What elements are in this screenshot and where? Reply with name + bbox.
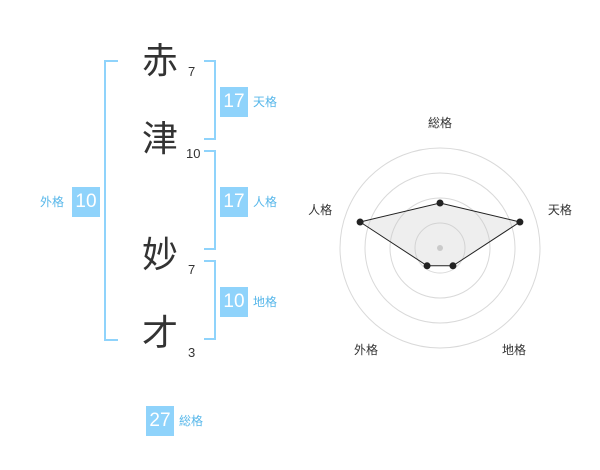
radar-center xyxy=(437,245,443,251)
radar-axis-label-1: 総格 xyxy=(428,115,453,130)
name-char-2: 津 xyxy=(142,119,179,160)
jinkaku-label: 人格 xyxy=(253,195,278,209)
name-char-1: 赤 xyxy=(142,41,179,82)
jinkaku-bracket xyxy=(204,150,216,250)
radar-axis-label-2: 天格 xyxy=(547,202,572,217)
stroke-count-2: 10 xyxy=(186,146,201,161)
chikaku-badge: 10 xyxy=(220,287,248,317)
name-char-4: 才 xyxy=(142,313,179,354)
tenkaku-label: 天格 xyxy=(253,95,278,109)
chikaku-label: 地格 xyxy=(253,295,278,309)
gaikaku-bracket xyxy=(104,60,118,341)
radar-axis-label-4: 外格 xyxy=(353,343,378,358)
radar-series-shape xyxy=(358,202,522,267)
stroke-count-3: 7 xyxy=(188,262,196,277)
stroke-count-1: 7 xyxy=(188,64,196,79)
radar-point-5 xyxy=(356,218,364,226)
soukaku-label: 総格 xyxy=(179,414,204,428)
radar-axis-label-5: 人格 xyxy=(308,202,333,217)
gaikaku-badge: 10 xyxy=(72,187,100,217)
radar-axis-label-3: 地格 xyxy=(502,343,527,358)
stroke-count-4: 3 xyxy=(188,345,196,360)
radar-ring xyxy=(414,222,466,274)
gaikaku-label: 外格 xyxy=(40,195,65,209)
jinkaku-badge: 17 xyxy=(220,187,248,217)
radar-point-1 xyxy=(436,199,444,207)
radar-ring xyxy=(389,197,491,299)
radar-ring xyxy=(339,147,541,349)
radar-point-2 xyxy=(516,218,524,226)
radar-ring xyxy=(364,172,516,324)
radar-point-3 xyxy=(449,262,457,270)
tenkaku-badge: 17 xyxy=(220,87,248,117)
chikaku-bracket xyxy=(204,260,216,340)
soukaku-badge: 27 xyxy=(146,406,174,436)
radar-point-4 xyxy=(423,262,431,270)
name-char-3: 妙 xyxy=(142,235,179,276)
tenkaku-bracket xyxy=(204,60,216,140)
